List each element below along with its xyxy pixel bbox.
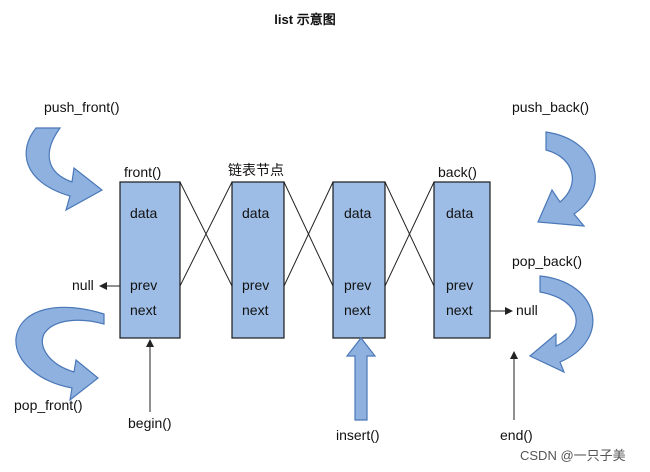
node-field-data: data <box>446 205 473 221</box>
diagram-title: list 示意图 <box>274 12 335 27</box>
pop-back-label: pop_back() <box>512 253 582 269</box>
node-field-next: next <box>242 302 269 318</box>
node-field-prev: prev <box>130 277 157 293</box>
insert-label: insert() <box>336 427 380 443</box>
push-back-arrow <box>537 131 596 227</box>
front-label: front() <box>124 164 161 180</box>
node-box <box>119 181 181 339</box>
node-field-data: data <box>130 205 157 221</box>
node-box <box>231 181 285 339</box>
link-line <box>384 181 435 287</box>
node-field-prev: prev <box>446 277 473 293</box>
node-field-prev: prev <box>344 277 371 293</box>
node-caption: 链表节点 <box>228 162 284 178</box>
pop-front-label: pop_front() <box>14 397 82 413</box>
node-box <box>332 181 386 339</box>
push-front-arrow <box>25 127 104 212</box>
node-field-next: next <box>446 302 473 318</box>
node-box <box>433 181 491 339</box>
pop-front-arrow <box>15 306 105 402</box>
node-field-next: next <box>344 302 371 318</box>
list-node-3: data prev next <box>332 181 386 339</box>
null-left-label: null <box>72 277 94 293</box>
node-field-data: data <box>242 205 269 221</box>
push-back-label: push_back() <box>512 99 589 115</box>
null-right-label: null <box>516 302 538 318</box>
pop-back-arrow <box>528 275 594 374</box>
list-node-4: data prev next <box>433 181 491 339</box>
insert-arrow <box>345 337 377 421</box>
link-line <box>283 181 334 287</box>
back-label: back() <box>438 164 477 180</box>
link-line <box>179 181 233 287</box>
watermark: CSDN @一只子美 <box>520 448 626 463</box>
list-node-1: data prev next <box>119 181 181 339</box>
node-field-data: data <box>344 205 371 221</box>
list-node-2: data prev next <box>231 181 285 339</box>
node-links <box>179 181 435 287</box>
push-front-label: push_front() <box>44 99 119 115</box>
end-label: end() <box>500 427 533 443</box>
begin-label: begin() <box>128 415 172 431</box>
node-field-next: next <box>130 302 157 318</box>
node-field-prev: prev <box>242 277 269 293</box>
